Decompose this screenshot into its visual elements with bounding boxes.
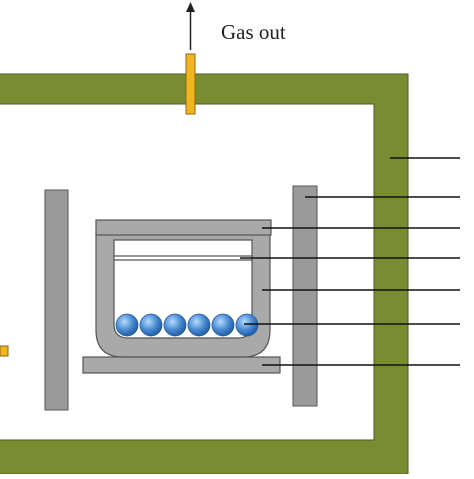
side-pipe-stub <box>0 345 9 357</box>
sample-sphere <box>139 313 163 337</box>
crucible-body <box>95 232 271 358</box>
crucible-lid <box>95 219 272 236</box>
sample-sphere <box>235 313 259 337</box>
gas-out-label: Gas out <box>221 20 286 44</box>
gas-out-arrow-head <box>186 2 195 12</box>
sample-sphere <box>211 313 235 337</box>
sample-sphere <box>187 313 211 337</box>
sample-sphere <box>115 313 139 337</box>
support-base <box>82 356 281 374</box>
heater-panel-left <box>44 189 69 411</box>
gas-outlet-pipe <box>185 53 196 115</box>
sample-spheres <box>115 313 259 337</box>
sample-sphere <box>163 313 187 337</box>
heater-panel-right <box>292 185 318 407</box>
